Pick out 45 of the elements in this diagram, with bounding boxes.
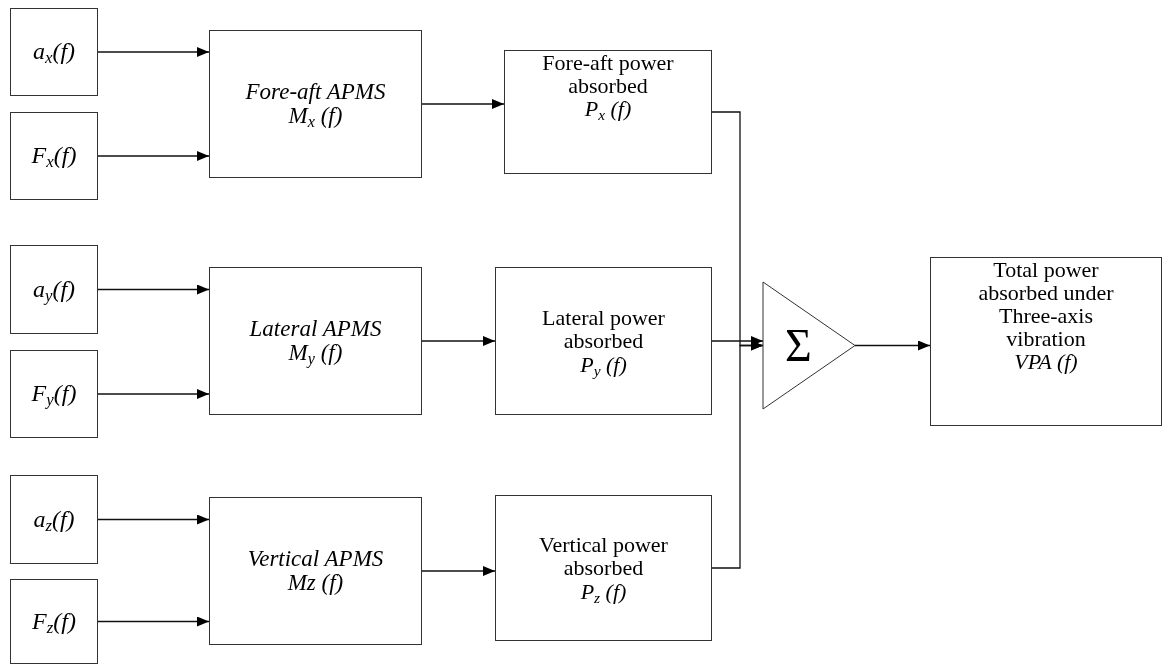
formula-label: M$_{y}$ (f) [288, 341, 343, 366]
arrow [97, 389, 210, 399]
block-box [495, 267, 712, 415]
formula-label: Lateral APMS [249, 316, 382, 341]
formula-label: VPA (f) [1014, 350, 1078, 374]
block-box [209, 30, 422, 178]
block-box [930, 257, 1162, 426]
formula-label: F$_{x}$(f) [31, 143, 77, 169]
arrow [421, 99, 505, 109]
block-box [10, 8, 98, 96]
formula-label: P$_{z}$ (f) [580, 579, 627, 603]
block-box [495, 495, 712, 641]
formula-label: F$_{y}$(f) [31, 381, 77, 407]
block-box [10, 112, 98, 200]
arrow [97, 284, 210, 295]
block-label: Total power absorbed under Three-axis vibration [977, 258, 1115, 351]
arrow [97, 514, 210, 525]
arrow [97, 616, 210, 627]
formula-label: Mz (f) [287, 571, 344, 596]
arrow [97, 151, 210, 161]
formula-label: a$_{z}$(f) [33, 506, 75, 533]
arrow [854, 340, 931, 351]
block-box [10, 350, 98, 438]
block-box [504, 50, 712, 174]
formula-label: P$_{x}$ (f) [584, 97, 632, 121]
formula-label: a$_{y}$(f) [32, 276, 76, 303]
block-box [209, 497, 422, 645]
block-label: Fore-aft power absorbed [541, 51, 675, 98]
block-box [10, 579, 98, 664]
sum-symbol: Σ [785, 322, 812, 369]
block-box [10, 475, 98, 564]
arrow [97, 47, 210, 57]
formula-label: Fore-aft APMS [245, 79, 386, 104]
arrow [711, 340, 764, 569]
arrow [421, 336, 496, 346]
formula-label: Vertical APMS [247, 546, 384, 571]
block-label: Vertical power absorbed [538, 533, 669, 580]
formula-label: F$_{z}$(f) [32, 608, 76, 635]
block-box [10, 245, 98, 334]
block-label: Lateral power absorbed [541, 306, 666, 353]
arrow [711, 336, 764, 346]
arrow [421, 566, 496, 576]
formula-label: M$_{x}$ (f) [288, 104, 343, 129]
formula-label: a$_{x}$(f) [32, 39, 76, 65]
block-box [209, 267, 422, 415]
